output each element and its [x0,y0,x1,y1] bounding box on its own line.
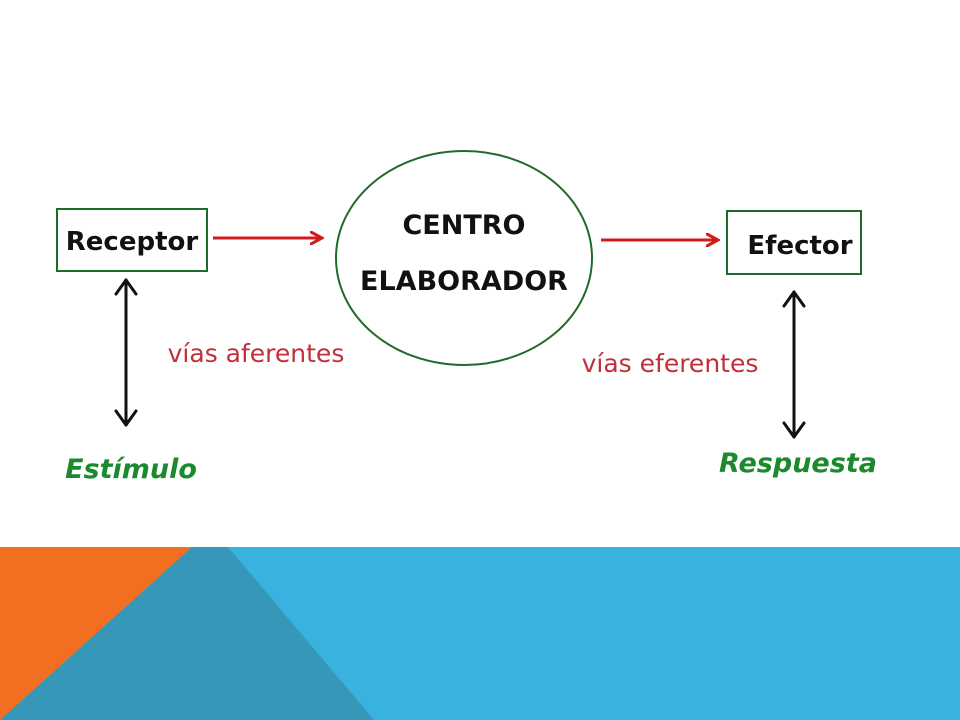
center-label-line1: CENTRO [402,210,525,241]
center-label-line2: ELABORADOR [360,266,568,297]
receptor-node: Receptor [56,208,208,272]
stimulus-label: Estímulo [65,454,197,485]
footer-decoration [0,547,960,720]
efferent-label: vías eferentes [582,349,759,378]
footer-orange-triangle [0,547,192,720]
effector-box [726,210,862,275]
footer-steel-triangle [0,547,374,720]
receptor-box [56,208,208,272]
center-node: CENTRO ELABORADOR [335,150,593,366]
effector-node: Efector [726,210,862,275]
response-double-arrow [782,290,806,439]
effector-label: Efector [747,231,852,261]
stimulus-double-arrow [114,278,138,427]
center-ellipse [335,150,593,366]
response-label: Respuesta [719,448,877,479]
afferent-label: vías aferentes [168,339,345,368]
receptor-label: Receptor [66,227,199,257]
